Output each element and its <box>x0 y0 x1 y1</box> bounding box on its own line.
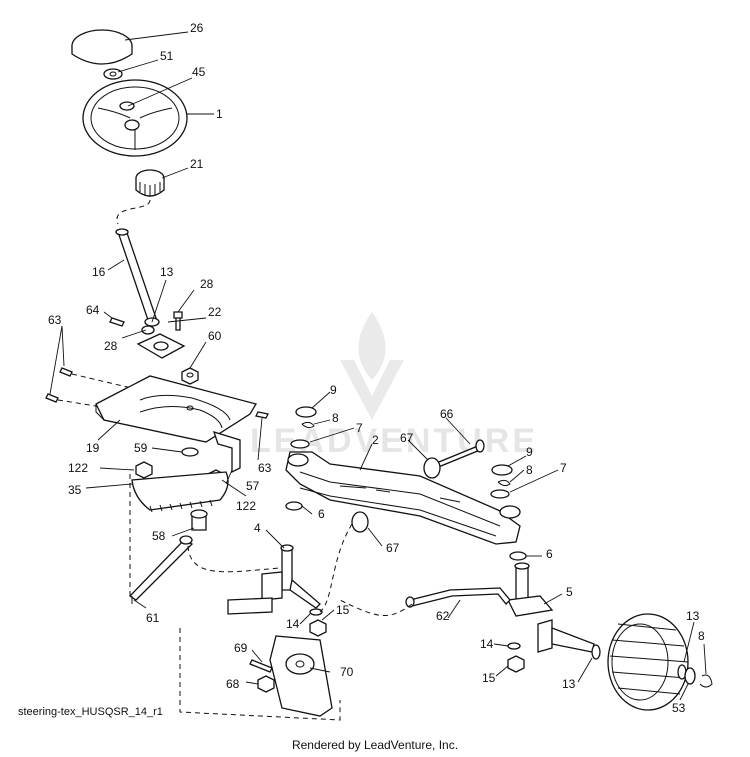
part-cap[interactable] <box>491 464 513 476</box>
part-steering-wheel[interactable] <box>82 79 188 157</box>
credit-line: Rendered by LeadVenture, Inc. <box>291 738 459 752</box>
part-mounting-plate[interactable] <box>95 375 258 443</box>
part-nut[interactable] <box>309 619 327 637</box>
part-skid-plate[interactable] <box>269 635 333 717</box>
watermark: LEADVENTURE <box>250 312 535 460</box>
part-washer[interactable] <box>509 551 527 561</box>
callout-5: 5 <box>566 585 573 599</box>
part-nut[interactable] <box>257 675 275 693</box>
callout-59: 59 <box>134 441 148 455</box>
callout-28b: 28 <box>104 339 118 353</box>
callout-8b: 8 <box>526 463 533 477</box>
callout-7a: 7 <box>356 421 363 435</box>
part-bolt[interactable] <box>109 317 125 327</box>
part-washer[interactable] <box>684 667 696 685</box>
part-spindle-right[interactable] <box>507 562 595 653</box>
callout-122a: 122 <box>68 461 88 475</box>
part-bolt[interactable] <box>59 367 73 377</box>
callout-35: 35 <box>68 483 82 497</box>
callout-62: 62 <box>436 609 450 623</box>
part-washer[interactable] <box>285 501 303 511</box>
part-bushing[interactable] <box>141 325 155 335</box>
part-pivot[interactable] <box>190 509 208 531</box>
leader-lines <box>49 31 707 701</box>
callout-63a: 63 <box>48 313 62 327</box>
callout-16: 16 <box>92 265 106 279</box>
callout-60: 60 <box>208 329 222 343</box>
callout-28a: 28 <box>200 277 214 291</box>
callout-61: 61 <box>146 611 160 625</box>
callout-69: 69 <box>234 641 248 655</box>
callout-13b: 13 <box>562 677 576 691</box>
part-steering-shaft[interactable] <box>115 228 160 327</box>
part-clip[interactable] <box>497 479 511 487</box>
callout-45: 45 <box>192 65 206 79</box>
callout-58: 58 <box>152 529 166 543</box>
part-sector-gear[interactable] <box>131 471 229 513</box>
callout-53: 53 <box>672 701 686 715</box>
callout-14b: 14 <box>480 637 494 651</box>
callout-6a: 6 <box>318 507 325 521</box>
drawing-id: steering-tex_HUSQSR_14_r1 <box>18 706 163 718</box>
callout-13a: 13 <box>686 609 700 623</box>
part-washer[interactable] <box>490 489 510 499</box>
part-washer[interactable] <box>507 642 521 650</box>
part-nut[interactable] <box>507 655 525 673</box>
callout-9b: 9 <box>526 445 533 459</box>
callout-64: 64 <box>86 303 100 317</box>
part-washer[interactable] <box>290 439 310 449</box>
callout-68: 68 <box>226 677 240 691</box>
callout-8c: 8 <box>698 629 705 643</box>
part-bolt[interactable] <box>255 411 269 419</box>
callout-57: 57 <box>246 479 260 493</box>
part-drag-link[interactable] <box>128 535 194 604</box>
callout-51: 51 <box>160 49 174 63</box>
callout-67b: 67 <box>386 541 400 555</box>
part-adapter[interactable] <box>135 169 165 197</box>
callout-6b: 6 <box>546 547 553 561</box>
callout-19: 19 <box>86 441 100 455</box>
callout-22: 22 <box>208 305 222 319</box>
part-washer[interactable] <box>309 608 323 616</box>
part-spacer[interactable] <box>351 511 369 533</box>
callout-2: 2 <box>372 433 379 447</box>
part-front-axle[interactable] <box>285 451 521 545</box>
part-spacer[interactable] <box>423 457 441 479</box>
callout-1: 1 <box>216 107 223 121</box>
part-tie-rod[interactable] <box>405 587 511 608</box>
callout-63b: 63 <box>258 461 272 475</box>
callout-15b: 15 <box>482 671 496 685</box>
callout-14a: 14 <box>286 617 300 631</box>
callout-67a: 67 <box>400 431 414 445</box>
part-clip[interactable] <box>301 421 315 429</box>
callout-8a: 8 <box>332 411 339 425</box>
callout-9a: 9 <box>330 383 337 397</box>
part-washer[interactable] <box>181 447 199 457</box>
part-nut[interactable] <box>103 68 123 80</box>
callouts: 26 51 45 1 21 16 13 28 64 22 28 60 63 19… <box>48 21 705 715</box>
part-bracket[interactable] <box>212 431 241 474</box>
callout-4: 4 <box>254 521 261 535</box>
part-nut[interactable] <box>135 461 153 479</box>
part-spindle-left[interactable] <box>227 544 321 615</box>
callout-13: 13 <box>160 265 174 279</box>
part-clip[interactable] <box>699 674 713 688</box>
part-washer[interactable] <box>591 644 601 660</box>
callout-7b: 7 <box>560 461 567 475</box>
callout-66: 66 <box>440 407 454 421</box>
part-cap[interactable] <box>295 406 317 418</box>
part-tire[interactable] <box>607 613 689 711</box>
callout-21: 21 <box>190 157 204 171</box>
callout-70: 70 <box>340 665 354 679</box>
callout-15a: 15 <box>336 603 350 617</box>
part-nut[interactable] <box>181 367 199 385</box>
part-bolt[interactable] <box>249 659 273 673</box>
callout-26: 26 <box>190 21 204 35</box>
callout-122b: 122 <box>236 499 256 513</box>
part-bearing-plate[interactable] <box>136 333 186 359</box>
part-cap[interactable] <box>71 29 133 65</box>
part-bolt[interactable] <box>45 393 59 403</box>
